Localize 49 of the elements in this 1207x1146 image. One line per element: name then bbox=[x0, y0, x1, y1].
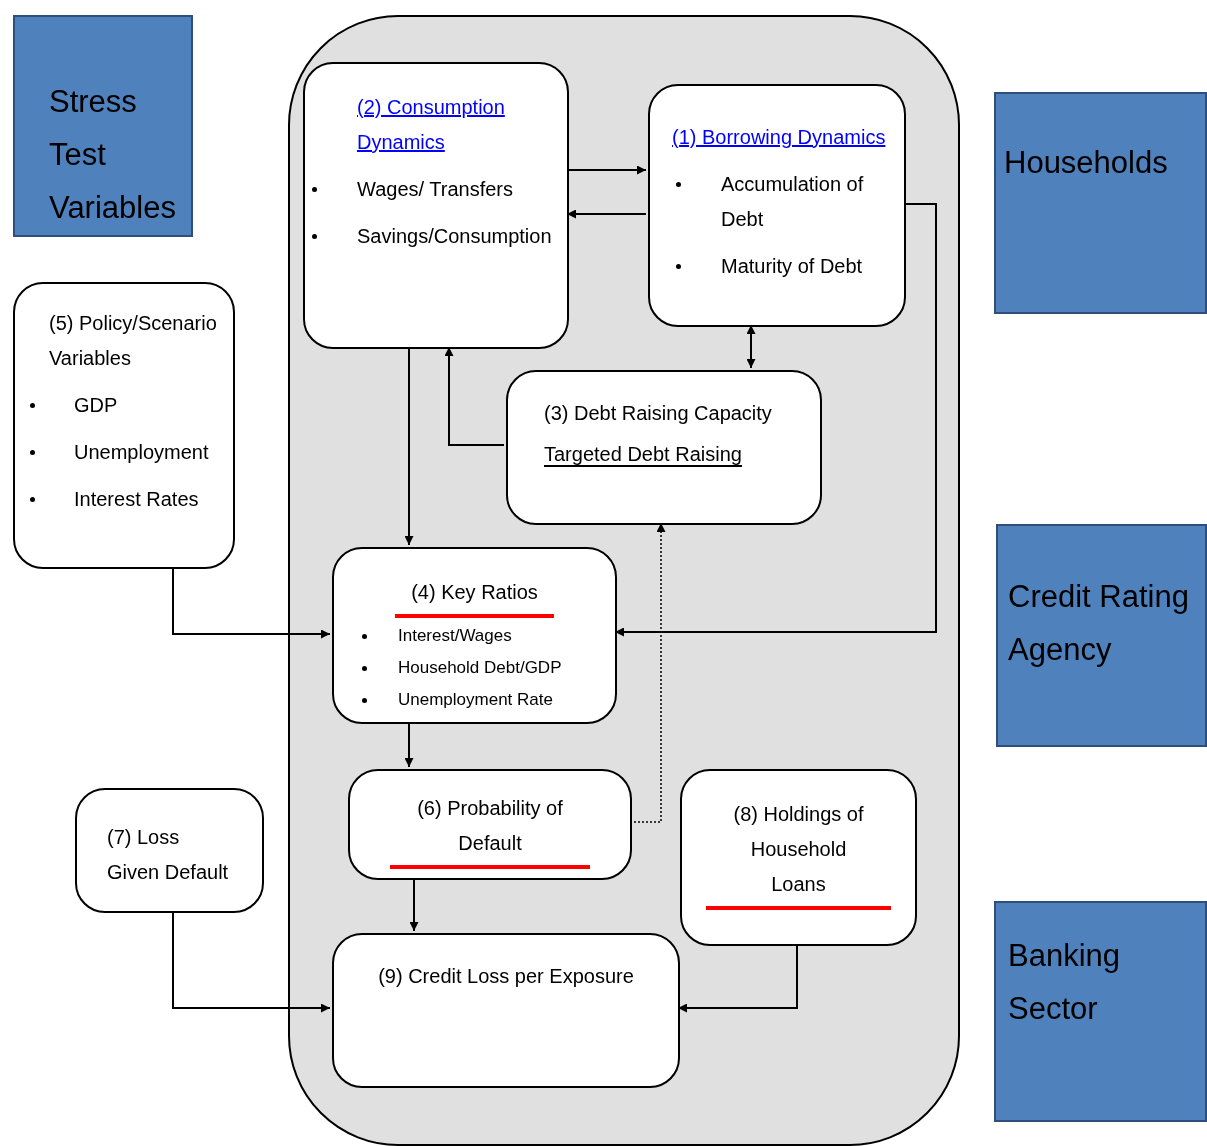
heading-link: (2) Consumption Dynamics bbox=[357, 95, 506, 155]
bullet-text: Interest Rates bbox=[74, 487, 200, 512]
arrow bbox=[172, 912, 331, 1013]
box-title: (6) Probability of Default bbox=[390, 791, 590, 869]
panel-title: Households bbox=[1004, 144, 1169, 182]
arrow bbox=[746, 324, 756, 369]
arrow bbox=[566, 209, 647, 219]
box-title: (9) Credit Loss per Exposure bbox=[377, 964, 635, 989]
box-text: (3) Debt Raising Capacity bbox=[544, 401, 773, 426]
bullet-text: Wages/ Transfers bbox=[357, 177, 514, 202]
box-text: (5) Policy/Scenario Variables bbox=[49, 311, 218, 371]
input-box bbox=[13, 282, 235, 569]
arrow bbox=[614, 203, 937, 637]
bullet-text: Unemployment Rate bbox=[398, 689, 554, 711]
category-panel bbox=[994, 901, 1207, 1122]
process-box bbox=[348, 769, 632, 880]
process-box bbox=[680, 769, 917, 946]
bullet-text: Household Debt/GDP bbox=[398, 657, 563, 679]
heading-link: (1) Borrowing Dynamics bbox=[672, 125, 887, 150]
box-title: (8) Holdings of Household Loans bbox=[706, 797, 891, 910]
bullet-text: GDP bbox=[74, 393, 119, 418]
arrow bbox=[444, 346, 505, 446]
process-box bbox=[332, 933, 680, 1088]
process-box bbox=[506, 370, 822, 525]
arrow bbox=[404, 346, 414, 546]
panel-title: Stress Test Variables bbox=[49, 83, 177, 227]
arrow bbox=[566, 165, 647, 175]
group-background bbox=[288, 15, 960, 1146]
arrow bbox=[677, 943, 798, 1013]
process-box bbox=[648, 84, 906, 327]
panel-title: Banking Sector bbox=[1008, 937, 1122, 1028]
category-panel bbox=[994, 92, 1207, 314]
bullet-text: Unemployment bbox=[74, 440, 210, 465]
category-panel bbox=[13, 15, 193, 237]
bullet-text: Interest/Wages bbox=[398, 625, 513, 647]
process-box bbox=[332, 547, 617, 724]
arrow bbox=[172, 568, 331, 639]
bullet-text: Maturity of Debt bbox=[721, 254, 864, 279]
box-text: (7) Loss Given Default bbox=[107, 825, 230, 885]
category-panel bbox=[996, 524, 1207, 747]
input-box bbox=[75, 788, 264, 913]
panel-title: Credit Rating Agency bbox=[1008, 578, 1190, 669]
box-title: (4) Key Ratios bbox=[395, 575, 554, 618]
underlined-text: Targeted Debt Raising bbox=[544, 443, 742, 467]
process-box bbox=[303, 62, 569, 349]
bullet-text: Savings/Consumption bbox=[357, 224, 553, 249]
arrow bbox=[409, 877, 419, 932]
bullet-text: Accumulation of Debt bbox=[721, 172, 865, 232]
arrow bbox=[404, 721, 414, 768]
